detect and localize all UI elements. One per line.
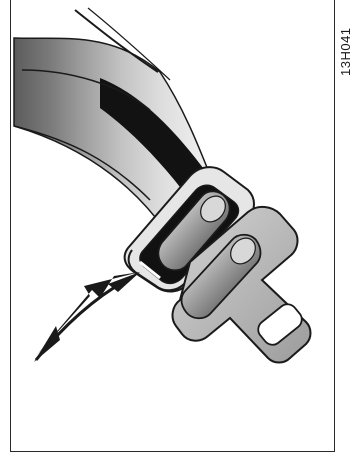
pointer-arrow-icon [34, 272, 140, 362]
